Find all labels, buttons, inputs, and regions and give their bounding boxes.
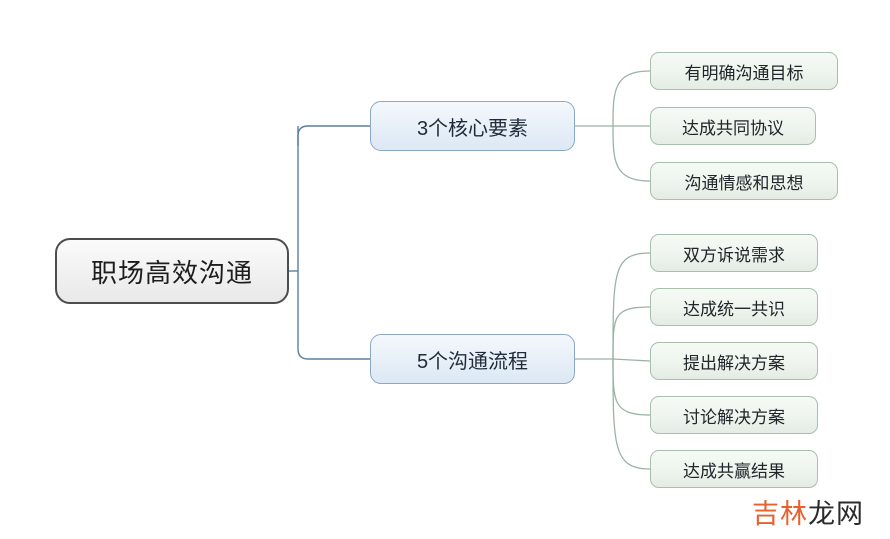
- leaf-node-propose-solution[interactable]: 提出解决方案: [650, 342, 818, 380]
- leaf-node-discuss-solution[interactable]: 讨论解决方案: [650, 396, 818, 434]
- leaf-node-clear-goal[interactable]: 有明确沟通目标: [650, 52, 838, 90]
- leaf-node-common-agreement[interactable]: 达成共同协议: [650, 107, 816, 145]
- connector-branch-1-leaf-2: [612, 358, 651, 362]
- root-node[interactable]: 职场高效沟通: [55, 238, 289, 304]
- branch-node-core-elements[interactable]: 3个核心要素: [370, 101, 575, 151]
- connector-trunk-branch-1: [297, 271, 370, 360]
- watermark-plain-text: 龙网: [808, 499, 864, 529]
- leaf-node-winwin-result[interactable]: 达成共赢结果: [650, 450, 818, 488]
- connector-branch-1-leaf-4: [612, 358, 651, 470]
- connector-branch-1-leaf-1: [612, 306, 651, 360]
- connector-branch-1-leaf-3: [612, 358, 651, 416]
- connector-trunk-branch-0: [297, 125, 370, 146]
- branch-node-communication-process[interactable]: 5个沟通流程: [370, 334, 575, 384]
- connector-branch-0-leaf-2: [612, 125, 651, 182]
- connector-branch-0-leaf-0: [612, 70, 651, 127]
- leaf-node-state-needs[interactable]: 双方诉说需求: [650, 234, 818, 272]
- leaf-node-reach-consensus[interactable]: 达成统一共识: [650, 288, 818, 326]
- connector-branch-1-leaf-0: [612, 252, 651, 360]
- watermark: 吉林龙网: [752, 492, 864, 531]
- leaf-node-emotion-and-thought[interactable]: 沟通情感和思想: [650, 162, 838, 200]
- watermark-accent-text: 吉林: [752, 499, 808, 529]
